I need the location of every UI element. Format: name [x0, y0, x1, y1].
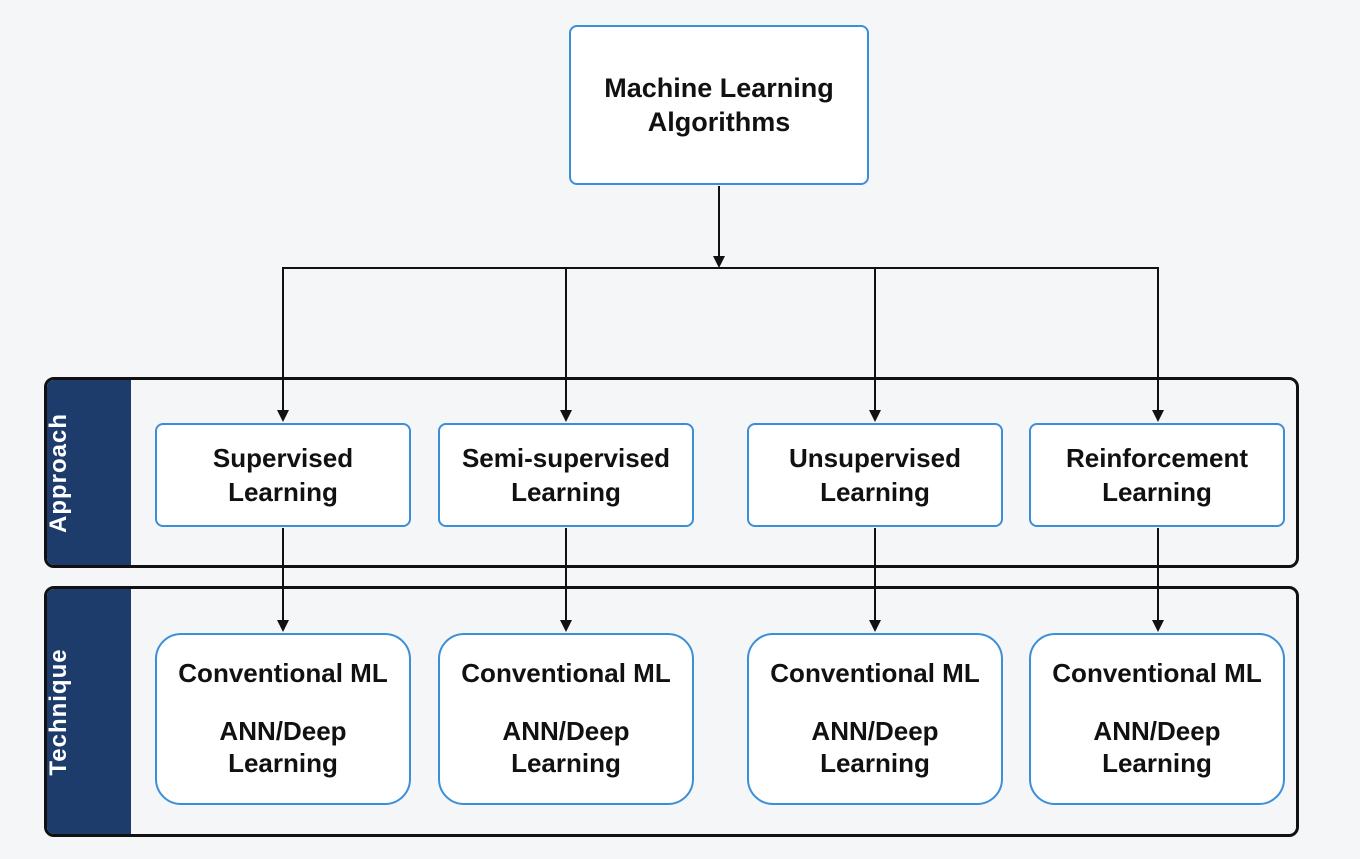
root-label: Machine Learning Algorithms — [604, 73, 834, 137]
technique-deep-label: ANN/Deep Learning — [219, 716, 347, 778]
technique-node-reinforcement: Conventional ML ANN/Deep Learning — [1029, 633, 1285, 805]
approach-label: Supervised Learning — [212, 443, 354, 507]
technique-conventional-label: Conventional ML — [178, 658, 388, 688]
approach-label: Unsupervised Learning — [789, 443, 961, 507]
root-node: Machine Learning Algorithms — [569, 25, 869, 185]
approach-node-unsupervised: Unsupervised Learning — [747, 423, 1003, 527]
technique-node-unsupervised: Conventional ML ANN/Deep Learning — [747, 633, 1003, 805]
approach-node-reinforcement: Reinforcement Learning — [1029, 423, 1285, 527]
approach-tab — [47, 380, 131, 565]
technique-conventional-label: Conventional ML — [1052, 658, 1262, 688]
approach-node-supervised: Supervised Learning — [155, 423, 411, 527]
technique-tab — [47, 589, 131, 834]
technique-node-semi-supervised: Conventional ML ANN/Deep Learning — [438, 633, 694, 805]
approach-panel — [44, 377, 1299, 568]
technique-deep-label: ANN/Deep Learning — [502, 716, 630, 778]
technique-conventional-label: Conventional ML — [770, 658, 980, 688]
approach-label: Reinforcement Learning — [1065, 443, 1249, 507]
approach-node-semi-supervised: Semi-supervised Learning — [438, 423, 694, 527]
approach-label: Semi-supervised Learning — [461, 443, 671, 507]
technique-conventional-label: Conventional ML — [461, 658, 671, 688]
technique-node-supervised: Conventional ML ANN/Deep Learning — [155, 633, 411, 805]
technique-panel — [44, 586, 1299, 837]
technique-deep-label: ANN/Deep Learning — [811, 716, 939, 778]
technique-deep-label: ANN/Deep Learning — [1093, 716, 1221, 778]
